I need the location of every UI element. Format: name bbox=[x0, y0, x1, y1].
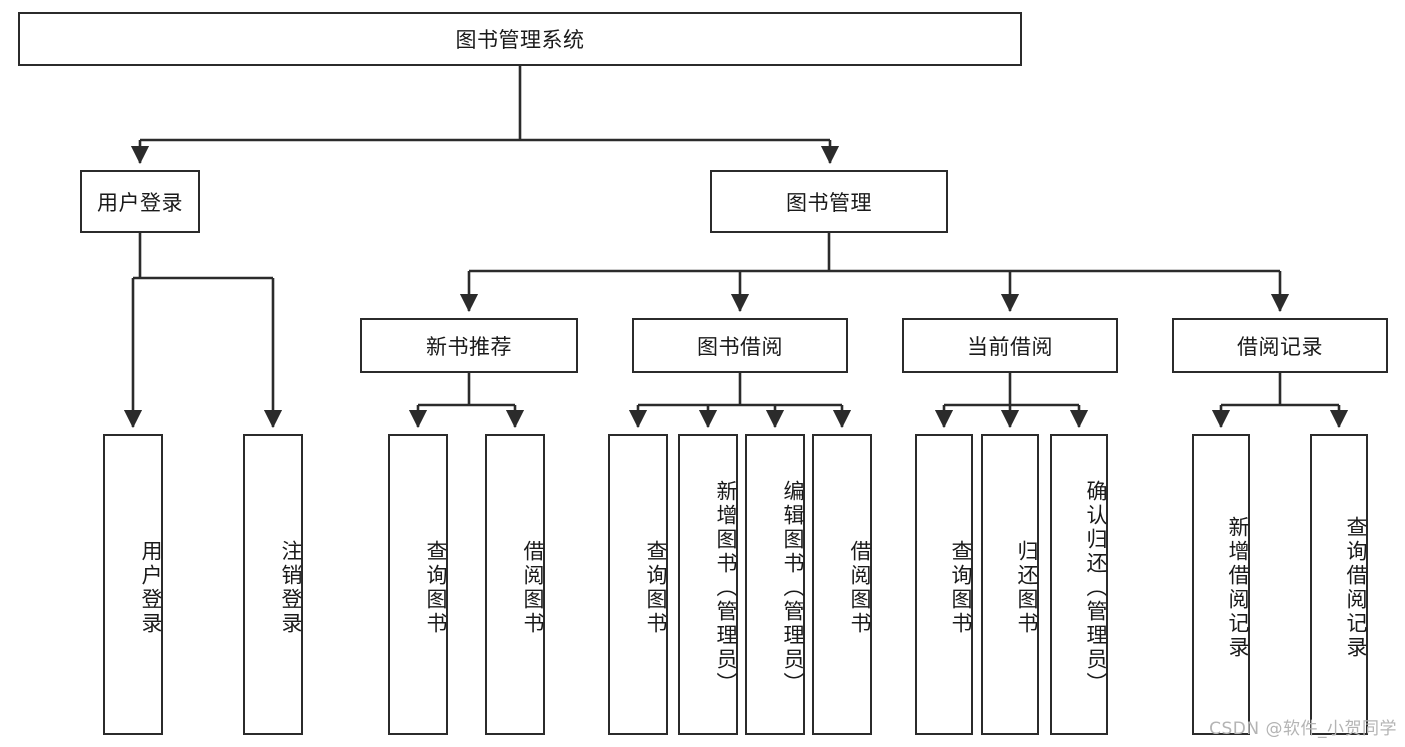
node-new-book-recommend-label: 新书推荐 bbox=[426, 334, 512, 359]
node-root[interactable]: 图书管理系统 bbox=[18, 12, 1022, 66]
node-leaf-logout[interactable]: 注销登录 bbox=[243, 434, 303, 735]
node-leaf-logout-label: 注销登录 bbox=[279, 539, 303, 636]
node-book-manage[interactable]: 图书管理 bbox=[710, 170, 948, 233]
node-book-manage-label: 图书管理 bbox=[786, 190, 872, 215]
node-user-login-label: 用户登录 bbox=[97, 190, 183, 215]
node-borrow-record-label: 借阅记录 bbox=[1237, 334, 1323, 359]
node-leaf-borrow-book-2-label: 借阅图书 bbox=[848, 539, 872, 636]
node-leaf-borrow-book-1[interactable]: 借阅图书 bbox=[485, 434, 545, 735]
node-current-borrow[interactable]: 当前借阅 bbox=[902, 318, 1118, 373]
node-leaf-return-book[interactable]: 归还图书 bbox=[981, 434, 1039, 735]
node-leaf-query-record[interactable]: 查询借阅记录 bbox=[1310, 434, 1368, 735]
node-leaf-edit-book-label: 编辑图书（管理员） bbox=[781, 479, 805, 696]
node-leaf-borrow-book-1-label: 借阅图书 bbox=[521, 539, 545, 636]
node-leaf-add-record-label: 新增借阅记录 bbox=[1226, 515, 1250, 660]
node-leaf-query-book-3-label: 查询图书 bbox=[949, 539, 973, 636]
node-borrow-record[interactable]: 借阅记录 bbox=[1172, 318, 1388, 373]
node-leaf-confirm-return-label: 确认归还（管理员） bbox=[1084, 479, 1108, 696]
node-user-login[interactable]: 用户登录 bbox=[80, 170, 200, 233]
node-leaf-query-book-1[interactable]: 查询图书 bbox=[388, 434, 448, 735]
node-leaf-query-book-2-label: 查询图书 bbox=[644, 539, 668, 636]
node-leaf-user-login-label: 用户登录 bbox=[139, 539, 163, 636]
node-leaf-return-book-label: 归还图书 bbox=[1015, 539, 1039, 636]
node-leaf-edit-book[interactable]: 编辑图书（管理员） bbox=[745, 434, 805, 735]
node-leaf-user-login[interactable]: 用户登录 bbox=[103, 434, 163, 735]
node-leaf-query-record-label: 查询借阅记录 bbox=[1344, 515, 1368, 660]
node-root-label: 图书管理系统 bbox=[455, 28, 585, 52]
node-leaf-add-book-label: 新增图书（管理员） bbox=[714, 479, 738, 696]
node-book-borrow[interactable]: 图书借阅 bbox=[632, 318, 848, 373]
node-leaf-confirm-return[interactable]: 确认归还（管理员） bbox=[1050, 434, 1108, 735]
node-leaf-query-book-1-label: 查询图书 bbox=[424, 539, 448, 636]
node-current-borrow-label: 当前借阅 bbox=[967, 334, 1053, 359]
watermark: CSDN @软件_小贺同学 bbox=[1209, 719, 1397, 739]
node-new-book-recommend[interactable]: 新书推荐 bbox=[360, 318, 578, 373]
node-leaf-query-book-2[interactable]: 查询图书 bbox=[608, 434, 668, 735]
node-leaf-add-book[interactable]: 新增图书（管理员） bbox=[678, 434, 738, 735]
node-leaf-borrow-book-2[interactable]: 借阅图书 bbox=[812, 434, 872, 735]
node-book-borrow-label: 图书借阅 bbox=[697, 334, 783, 359]
node-leaf-add-record[interactable]: 新增借阅记录 bbox=[1192, 434, 1250, 735]
node-leaf-query-book-3[interactable]: 查询图书 bbox=[915, 434, 973, 735]
